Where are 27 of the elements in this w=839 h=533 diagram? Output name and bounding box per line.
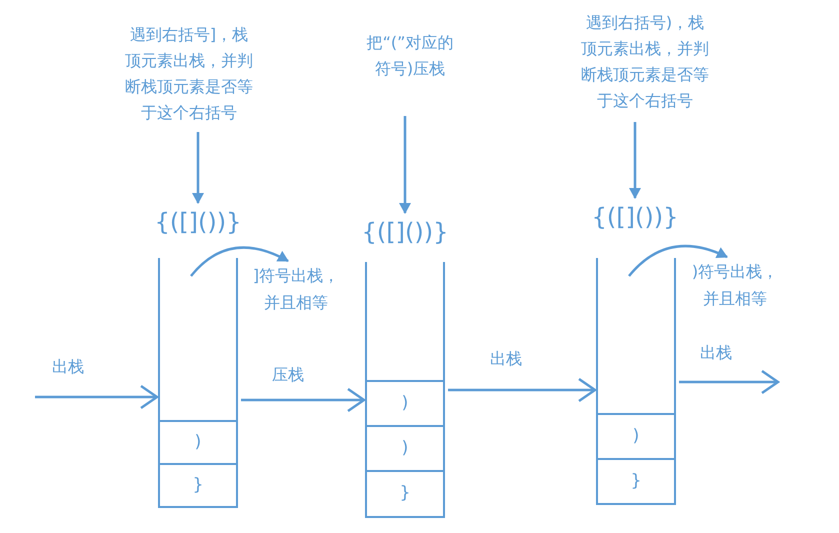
arrow xyxy=(629,122,641,199)
stack-container xyxy=(365,262,445,518)
arrow xyxy=(628,244,728,277)
annotation-text: 遇到右括号]，栈顶元素出栈，并判断栈顶元素是否等于这个右括号 xyxy=(124,22,254,130)
arrow xyxy=(35,384,158,410)
arrow xyxy=(448,378,596,402)
annotation-text: )符号出栈，并且相等 xyxy=(685,258,785,314)
stack-cell: ) xyxy=(367,380,443,425)
stack-cell: ) xyxy=(160,420,236,463)
arrow xyxy=(192,132,204,204)
arrow xyxy=(190,246,289,277)
bracket-string: {([]())} xyxy=(587,199,683,235)
bracket-string: {([]())} xyxy=(150,204,246,240)
arrow xyxy=(241,388,366,412)
arrow xyxy=(679,370,780,394)
annotation-text: ]符号出栈，并且相等 xyxy=(246,262,346,318)
bracket-string: {([]())} xyxy=(357,214,453,250)
stack-cell: } xyxy=(598,458,674,503)
stack-cell: ) xyxy=(367,425,443,470)
stack-cell: ) xyxy=(598,413,674,458)
stack-cell: } xyxy=(367,470,443,516)
annotation-text: 把“(”对应的符号)压栈 xyxy=(366,30,454,114)
annotation-text: 遇到右括号)，栈顶元素出栈，并判断栈顶元素是否等于这个右括号 xyxy=(580,10,710,120)
arrow xyxy=(399,116,411,214)
stack-cell: } xyxy=(160,463,236,506)
stack-container xyxy=(596,258,676,505)
stack-container xyxy=(158,258,238,508)
